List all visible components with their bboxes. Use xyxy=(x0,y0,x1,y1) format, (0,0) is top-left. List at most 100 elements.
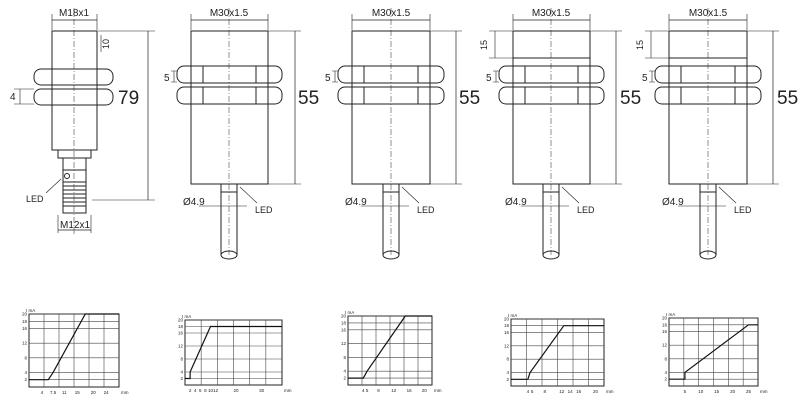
cable-label: Ø4.9 xyxy=(183,197,205,208)
y-tick-label: 12 xyxy=(341,341,347,346)
y-tick-label: 8 xyxy=(180,357,183,362)
y-tick-label: 4 xyxy=(664,370,667,375)
hex-nut xyxy=(498,65,605,84)
cable-end xyxy=(542,250,560,260)
y-tick-label: 20 xyxy=(178,318,184,323)
current-curve xyxy=(511,325,604,380)
y-tick-label: 18 xyxy=(504,323,510,328)
y-tick-label: 16 xyxy=(504,330,510,335)
length-label: 55 xyxy=(459,88,480,109)
x-axis-label: mm xyxy=(760,389,768,394)
x-tick-label: 4 xyxy=(527,389,530,394)
y-tick-label: 4 xyxy=(180,370,183,375)
dim-label: 10 xyxy=(101,39,111,49)
y-tick-label: 20 xyxy=(341,314,347,319)
sensor-body xyxy=(512,30,591,185)
hex-nut xyxy=(337,86,445,105)
y-tick-label: 2 xyxy=(180,376,183,381)
y-axis-label: I mA xyxy=(26,308,35,313)
y-axis-label: I mA xyxy=(666,312,675,317)
x-tick-label: 12 xyxy=(559,389,565,394)
cable-end xyxy=(382,250,400,260)
y-axis-label: I mA xyxy=(182,314,191,319)
cable-end xyxy=(220,250,238,260)
nut-label: 5 xyxy=(486,73,492,84)
y-tick-label: 20 xyxy=(504,317,510,322)
x-tick-label: 8 xyxy=(204,388,207,393)
y-tick-label: 12 xyxy=(22,341,28,346)
length-label: 79 xyxy=(118,88,139,109)
length-label: 55 xyxy=(298,88,319,109)
current-curve xyxy=(348,315,432,379)
y-tick-label: 16 xyxy=(22,326,28,331)
led-label: LED xyxy=(577,205,595,215)
head-label: 15 xyxy=(479,40,489,50)
x-tick-label: 14 xyxy=(568,389,574,394)
y-tick-label: 18 xyxy=(178,324,184,329)
y-tick-label: 8 xyxy=(506,357,509,362)
led-label: LED xyxy=(255,205,273,215)
length-label: 55 xyxy=(620,88,641,109)
x-tick-label: 20 xyxy=(422,388,428,393)
y-tick-label: 8 xyxy=(24,355,27,360)
nut-label: 5 xyxy=(164,73,170,84)
cable-label: Ø4.9 xyxy=(662,197,684,208)
x-tick-label: 24 xyxy=(104,390,110,395)
y-tick-label: 12 xyxy=(504,343,510,348)
x-tick-label: 5 xyxy=(684,389,687,394)
cable-label: Ø4.9 xyxy=(345,197,367,208)
x-tick-label: 4 xyxy=(362,388,365,393)
y-tick-label: 18 xyxy=(662,322,668,327)
length-label: 55 xyxy=(777,88,798,109)
hex-nut xyxy=(337,65,445,84)
x-tick-label: 25 xyxy=(746,389,752,394)
cable-end xyxy=(699,250,717,260)
y-tick-label: 8 xyxy=(664,356,667,361)
nut-label: 4 xyxy=(10,92,16,103)
led-label: LED xyxy=(26,194,44,204)
sensor-body xyxy=(190,30,269,185)
y-tick-label: 12 xyxy=(662,343,668,348)
x-axis-label: mm xyxy=(434,388,442,393)
head-label: 15 xyxy=(635,40,645,50)
y-tick-label: 18 xyxy=(341,320,347,325)
x-tick-label: 11 xyxy=(62,390,67,395)
x-tick-label: 20 xyxy=(91,390,97,395)
y-tick-label: 2 xyxy=(343,376,346,381)
current-curve xyxy=(29,313,119,381)
hex-nut xyxy=(654,65,762,84)
y-tick-label: 4 xyxy=(24,370,27,375)
y-tick-label: 2 xyxy=(506,377,509,382)
x-tick-label: 16 xyxy=(576,389,582,394)
x-tick-label: 8 xyxy=(377,388,380,393)
connector-label: M12x1 xyxy=(60,220,90,231)
x-tick-label: 10 xyxy=(208,388,214,393)
current-curve xyxy=(669,324,758,380)
y-tick-label: 20 xyxy=(662,316,668,321)
x-tick-label: 10 xyxy=(698,389,704,394)
hex-nut xyxy=(176,65,283,84)
nut-label: 5 xyxy=(642,73,648,84)
x-axis-label: mm xyxy=(606,389,614,394)
x-axis-label: mm xyxy=(121,390,129,395)
x-tick-label: 16 xyxy=(407,388,413,393)
y-axis-label: I mA xyxy=(345,310,354,315)
x-tick-label: 2 xyxy=(189,388,192,393)
x-tick-label: 30 xyxy=(259,388,265,393)
y-tick-label: 2 xyxy=(24,377,27,382)
x-tick-label: 20 xyxy=(593,389,599,394)
nut-label: 5 xyxy=(325,73,331,84)
cable-label: Ø4.9 xyxy=(505,197,527,208)
y-tick-label: 8 xyxy=(343,355,346,360)
y-tick-label: 12 xyxy=(178,344,184,349)
x-tick-label: 20 xyxy=(730,389,736,394)
x-tick-label: 20 xyxy=(234,388,240,393)
hex-nut xyxy=(498,86,605,105)
y-tick-label: 2 xyxy=(664,377,667,382)
